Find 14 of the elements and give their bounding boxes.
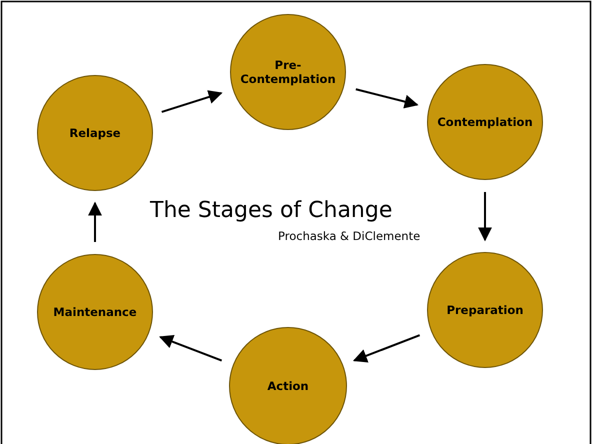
stage-label: Pre-Contemplation [239,58,337,86]
arrow [356,88,418,108]
stage-label: Preparation [446,302,524,318]
arrow [159,335,222,362]
arrow [478,192,492,242]
diagram-title: The Stages of Change [150,198,392,223]
arrow [88,202,102,242]
stage-label: Relapse [68,126,122,140]
author-credit: Prochaska & DiClemente [278,229,420,243]
arrow [161,90,223,113]
arrow [352,334,420,362]
stage-label: Maintenance [52,304,138,320]
stage-label: Contemplation [436,114,534,130]
stage-label: Action [266,378,310,394]
